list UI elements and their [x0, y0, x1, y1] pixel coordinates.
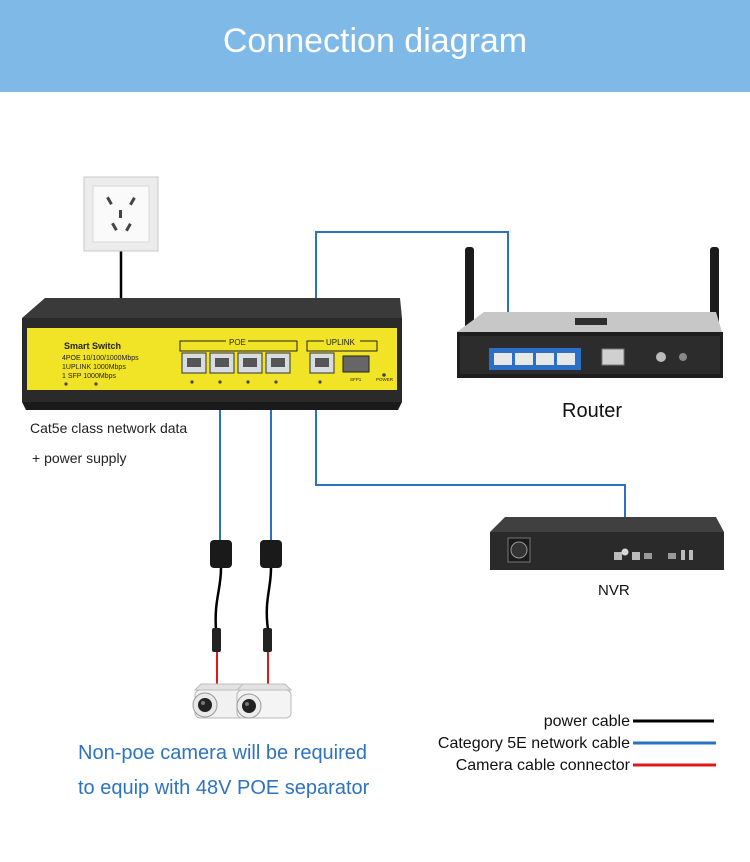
camera-note-line2: to equip with 48V POE separator	[78, 777, 370, 799]
sfp-port	[342, 355, 370, 373]
camera-note-line1: Non-poe camera will be required	[78, 742, 368, 764]
uplink-to-router-cable	[315, 231, 509, 360]
router	[457, 247, 723, 378]
sfp-label: SFP1	[350, 377, 362, 382]
poe-label: POE	[229, 338, 246, 347]
camera-icon-right	[235, 683, 293, 719]
router-power-button	[656, 352, 666, 362]
page-title: Connection diagram	[222, 22, 528, 60]
power-label: POWER	[376, 377, 394, 382]
legend-lines	[633, 719, 716, 767]
title-banner: Connection diagram	[0, 0, 750, 92]
cable-note-line2: + power supply	[32, 450, 127, 466]
poe-separator-left	[210, 540, 232, 686]
switch-spec2: 1UPLINK 1000Mbps	[62, 364, 126, 371]
switch-spec1: 4POE 10/100/1000Mbps	[62, 355, 139, 362]
legend-label-power: power cable	[543, 713, 630, 730]
switch-name: Smart Switch	[64, 341, 121, 351]
legend-label-connector: Camera cable connector	[455, 757, 630, 774]
smart-switch: Smart Switch 4POE 10/100/1000Mbps 1UPLIN…	[22, 298, 402, 410]
nvr	[490, 517, 724, 570]
router-label: Router	[562, 400, 623, 422]
network-cables	[219, 231, 626, 548]
uplink-label: UPLINK	[326, 338, 356, 347]
poe-ports	[181, 352, 335, 374]
router-wan-port	[601, 348, 625, 366]
wall-socket-icon	[83, 176, 159, 252]
nvr-label: NVR	[598, 582, 630, 599]
switch-spec3: 1 SFP 1000Mbps	[62, 373, 116, 380]
legend-label-network: Category 5E network cable	[437, 735, 630, 752]
uplink-to-nvr-cable	[315, 360, 626, 548]
cable-note-line1: Cat5e class network data	[30, 420, 188, 436]
poe-separator-right	[260, 540, 282, 688]
